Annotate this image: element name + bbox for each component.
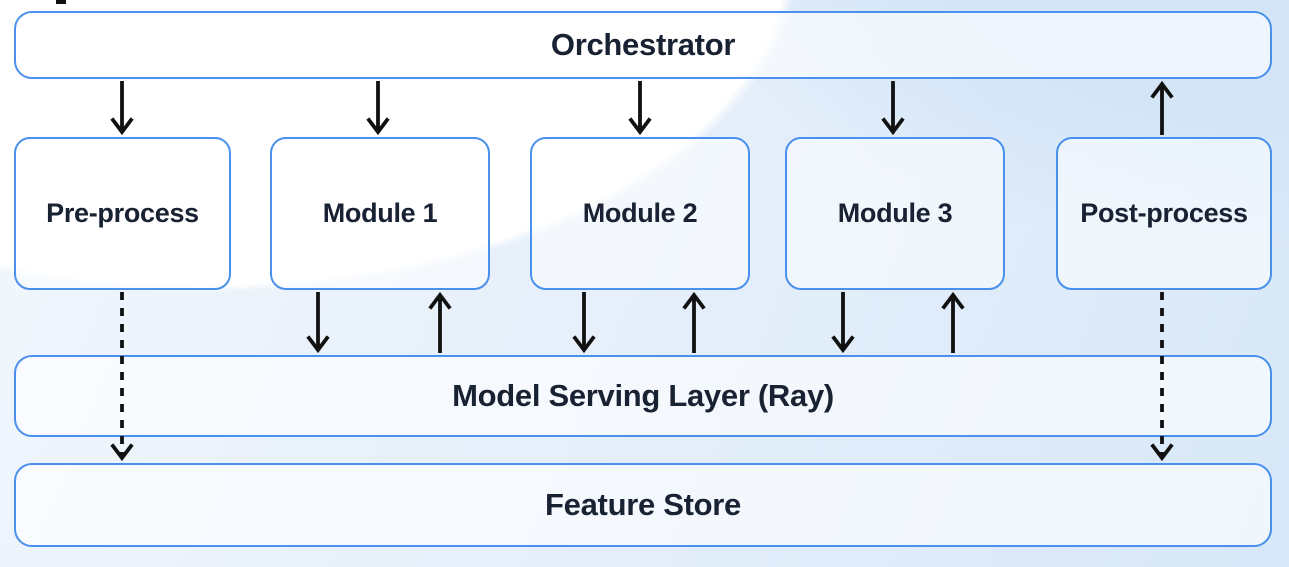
- feature-store-label: Feature Store: [545, 487, 741, 522]
- module-3-label: Module 3: [837, 198, 953, 228]
- model-serving-layer-label: Model Serving Layer (Ray): [452, 378, 834, 413]
- post-process-label: Post-process: [1080, 198, 1248, 228]
- cropped-text-artifact: [56, 0, 66, 4]
- module-1-node: Module 1: [270, 137, 490, 290]
- pre-process-node: Pre-process: [14, 137, 231, 290]
- module-2-label: Module 2: [582, 198, 698, 228]
- post-process-node: Post-process: [1056, 137, 1272, 290]
- feature-store-node: Feature Store: [14, 463, 1272, 547]
- module-3-node: Module 3: [785, 137, 1005, 290]
- model-serving-layer-node: Model Serving Layer (Ray): [14, 355, 1272, 437]
- pre-process-label: Pre-process: [46, 198, 199, 228]
- module-1-label: Module 1: [322, 198, 438, 228]
- orchestrator-label: Orchestrator: [550, 27, 736, 62]
- orchestrator-node: Orchestrator: [14, 11, 1272, 79]
- module-2-node: Module 2: [530, 137, 750, 290]
